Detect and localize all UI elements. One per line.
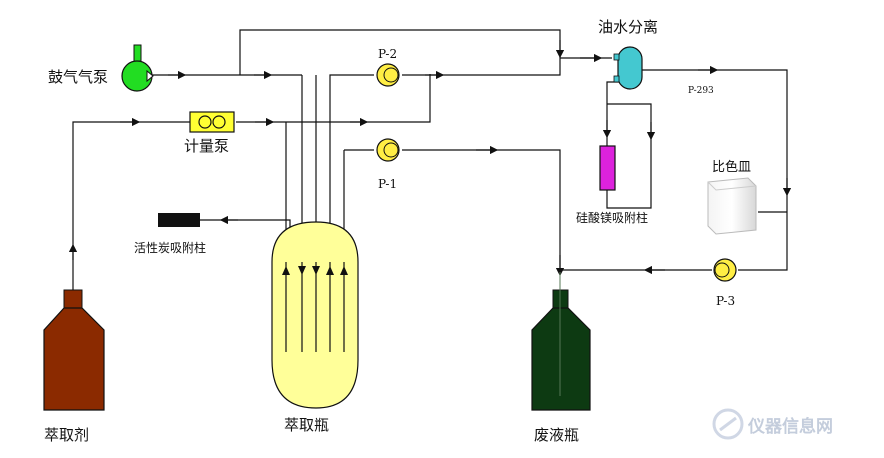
colorimetric-dish [707,177,757,235]
label-colorimetric-dish: 比色皿 [712,159,751,175]
pipe-p1-out [402,149,561,272]
silicate-column [599,145,616,191]
watermark-text: 仪器信息网 [747,416,833,437]
watermark-logo [712,408,744,440]
blower-pump [121,44,154,92]
label-blower: 鼓气气泵 [48,68,108,86]
waste-bottle [531,272,591,411]
extraction-tube-arrows [282,266,348,275]
label-p1: P-1 [378,177,397,191]
label-silicate-column: 硅酸镁吸附柱 [576,210,648,225]
label-waste-bottle: 废液瓶 [534,426,579,444]
pipe-metering-out [236,74,431,123]
label-carbon-column: 活性炭吸附柱 [134,240,206,255]
label-oil-water: 油水分离 [598,18,658,36]
oil-water-separator [613,46,643,90]
pipe-p2-out [402,57,612,76]
pipe-extractant-up [72,121,190,292]
pipe-sep-right [606,103,652,209]
label-p2: P-2 [378,47,397,61]
label-extraction-bottle: 萃取瓶 [284,416,329,434]
pump-p2 [376,63,400,87]
extraction-bottle [271,221,359,409]
extraction-inner-tubes [285,262,345,352]
pipe-sep-down [606,81,629,146]
pipe-top-loop [239,29,561,75]
pipes [68,29,792,292]
pump-p1 [376,138,400,162]
label-extractant: 萃取剂 [44,426,89,444]
label-p293: P-293 [688,86,714,96]
label-p3: P-3 [716,294,735,308]
pump-p3 [713,258,737,282]
pipe-p2-in [329,74,374,272]
metering-pump [189,111,235,133]
label-metering-pump: 计量泵 [184,137,229,155]
carbon-column [158,213,200,227]
extractant-bottle [43,289,105,411]
